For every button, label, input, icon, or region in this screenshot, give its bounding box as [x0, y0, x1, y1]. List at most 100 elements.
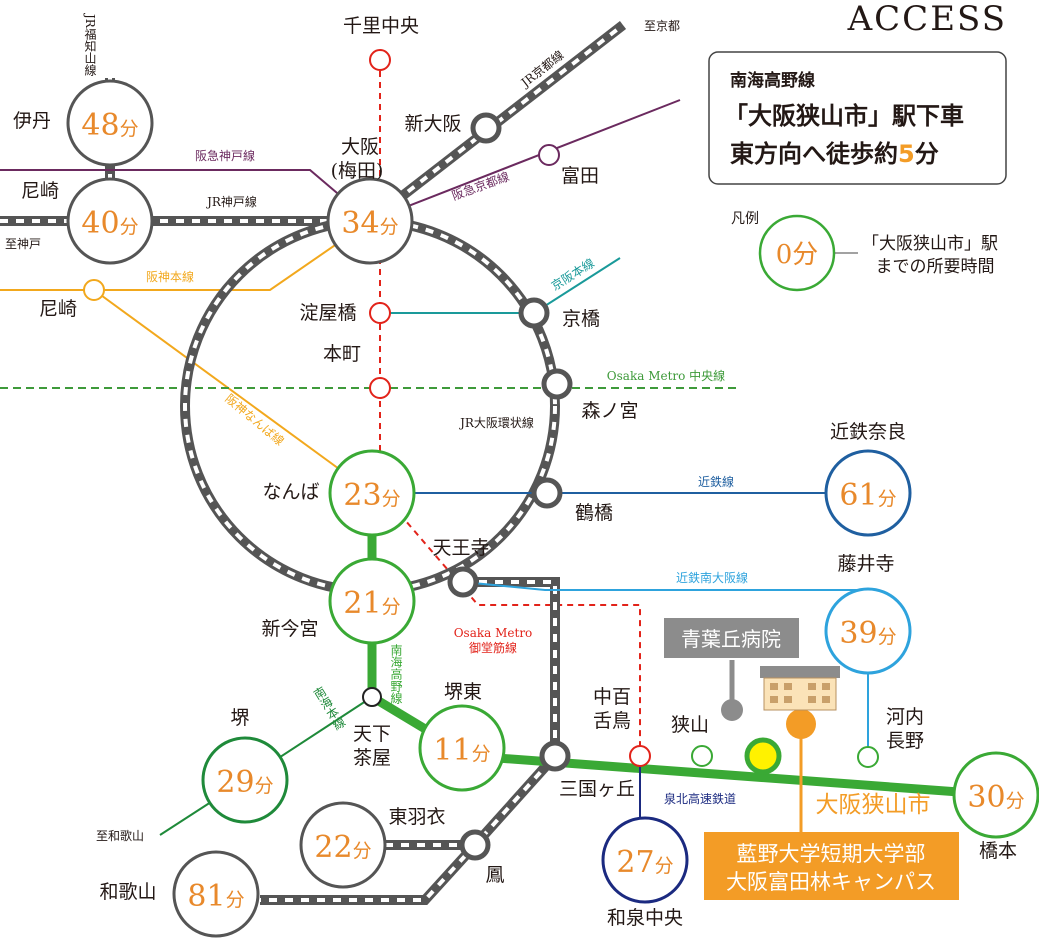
svg-text:40分: 40分: [81, 206, 138, 241]
label-kintetsu-minami-osaka: 近鉄南大阪線: [676, 570, 748, 585]
label-metro-chuo: Osaka Metro 中央線: [607, 368, 725, 383]
label-tennoji: 天王寺: [432, 537, 489, 559]
svg-text:22分: 22分: [314, 830, 371, 865]
svg-text:48分: 48分: [81, 108, 138, 143]
time-circle-hashimoto: 30分: [952, 751, 1039, 839]
station-marker-tonda: [538, 144, 560, 166]
svg-text:21分: 21分: [343, 586, 400, 621]
station-marker-tsuruhashi: [531, 477, 563, 509]
label-sayama: 狭山: [671, 714, 709, 736]
label-hankyu-kobe: 阪急神戸線: [195, 148, 255, 163]
station-marker-mikunigaoka: [539, 740, 571, 772]
svg-text:34分: 34分: [341, 206, 398, 241]
label-sakai: 堺: [230, 707, 249, 729]
time-circle-itami: 48分: [66, 79, 154, 167]
label-hanshin-main: 阪神本線: [146, 269, 194, 284]
station-marker-otori: [459, 829, 491, 861]
station-marker-morinomiya: [541, 368, 573, 400]
label-jr-loop: JR大阪環状線: [458, 415, 534, 430]
station-marker-tennoji: [447, 566, 479, 598]
label-mikunigaoka: 三国ヶ丘: [559, 778, 635, 800]
station-marker-kyobashi: [518, 297, 550, 329]
station-marker-shin-osaka: [470, 112, 502, 144]
legend-desc-line1: 「大阪狭山市」駅: [862, 234, 998, 254]
station-marker-tenga-chaya: [362, 687, 382, 707]
svg-text:藍野大学短期大学部: 藍野大学短期大学部: [737, 842, 926, 866]
label-hankyu-kyoto: 阪急京都線: [450, 168, 512, 203]
svg-text:30分: 30分: [967, 780, 1024, 815]
label-osaka-line2: (梅田): [331, 160, 384, 182]
label-metro-midosuji-line1: Osaka Metro: [454, 626, 533, 640]
label-senboku: 泉北高速鉄道: [664, 791, 736, 806]
hankyu-kyoto-line: [369, 99, 681, 222]
label-hanshin-namba: 阪神なんば線: [222, 391, 287, 449]
access-title: ACCESS: [847, 0, 1007, 39]
svg-text:青葉丘病院: 青葉丘病院: [681, 627, 781, 651]
label-tsuruhashi: 鶴橋: [575, 502, 613, 524]
legend-sample-time: 0分: [776, 240, 819, 270]
label-shin-osaka: 新大阪: [404, 113, 461, 135]
school-building-icon: [760, 666, 840, 711]
label-nakamozu-line2: 舌鳥: [593, 710, 631, 732]
campus-pin: [786, 709, 816, 739]
label-kintetsu-nara: 近鉄奈良: [830, 421, 906, 443]
label-kyobashi: 京橋: [562, 308, 600, 330]
label-tenga-chaya-line2: 茶屋: [353, 747, 391, 769]
info-walk: 東方向へ徒歩約5分: [730, 140, 939, 168]
label-to-kyoto: 至京都: [644, 19, 680, 33]
time-circle-amagasaki: 40分: [66, 177, 154, 265]
label-jr-fukuchiyama: JR福知山線: [83, 12, 97, 76]
station-marker-nakamozu: [629, 745, 651, 767]
label-otori: 鳳: [485, 864, 504, 886]
legend-desc-line2: までの所要時間: [876, 257, 995, 277]
label-to-kobe: 至神戸: [5, 237, 41, 251]
svg-text:39分: 39分: [839, 616, 896, 651]
time-circle-kintetsu-nara: 61分: [824, 449, 912, 537]
label-shin-imamiya: 新今宮: [261, 618, 318, 640]
station-marker-amagasaki-hanshin: [83, 279, 105, 301]
time-circle-izumi-chuo: 27分: [601, 816, 689, 904]
label-tonda: 富田: [561, 165, 599, 187]
label-tenga-chaya-line1: 天下: [353, 723, 391, 745]
svg-text:81分: 81分: [187, 879, 244, 914]
label-nakamozu-line1: 中百: [593, 686, 631, 708]
svg-text:南海高野線: 南海高野線: [389, 643, 403, 704]
label-sakaihigashi: 堺東: [444, 681, 482, 703]
svg-text:61分: 61分: [839, 478, 896, 513]
station-marker-osakasayamashi: [744, 737, 782, 775]
time-circle-wakayama: 81分: [172, 850, 260, 938]
label-osakasayamashi: 大阪狭山市: [816, 792, 931, 818]
label-wakayama: 和歌山: [99, 881, 156, 903]
label-higashihagoromo: 東羽衣: [388, 806, 445, 828]
label-to-wakayamashi: 至和歌山: [96, 828, 144, 843]
label-senri-chuo: 千里中央: [343, 15, 419, 37]
hanshin-namba-line: [93, 289, 373, 494]
time-circle-fujiidera: 39分: [824, 587, 912, 675]
label-metro-midosuji-line2: 御堂筋線: [469, 640, 517, 655]
info-station: 「大阪狭山市」駅下車: [724, 102, 964, 130]
station-marker-honmachi: [369, 377, 391, 399]
svg-text:大阪富田林キャンパス: 大阪富田林キャンパス: [726, 870, 936, 894]
label-nankai-koya: 南海高野線: [389, 643, 403, 704]
svg-text:29分: 29分: [216, 765, 273, 800]
svg-text:JR福知山線: JR福知山線: [83, 12, 97, 76]
time-circle-shin-imamiya: 21分: [328, 557, 416, 645]
hospital-label: 青葉丘病院: [664, 618, 799, 658]
legend: 凡例 0分 「大阪狭山市」駅 までの所要時間: [731, 211, 998, 292]
time-circle-sakai: 29分: [201, 736, 289, 824]
label-amagasaki-hanshin: 尼崎: [39, 298, 77, 320]
svg-text:27分: 27分: [616, 845, 673, 880]
legend-label: 凡例: [731, 211, 759, 227]
station-marker-senri-chuo: [369, 49, 391, 71]
label-namba: なんば: [262, 481, 319, 503]
legend-sample-circle: [758, 214, 836, 292]
label-yodoyabashi: 淀屋橋: [299, 302, 356, 324]
time-circle-higashihagoromo: 22分: [299, 801, 387, 889]
info-line-name: 南海高野線: [730, 70, 815, 91]
label-jr-kobe: JR神戸線: [205, 194, 257, 209]
label-amagasaki-jr: 尼崎: [21, 180, 59, 202]
label-kawachi-nagano-line1: 河内: [886, 706, 924, 728]
label-itami: 伊丹: [13, 110, 51, 132]
label-hashimoto: 橋本: [979, 840, 1017, 862]
